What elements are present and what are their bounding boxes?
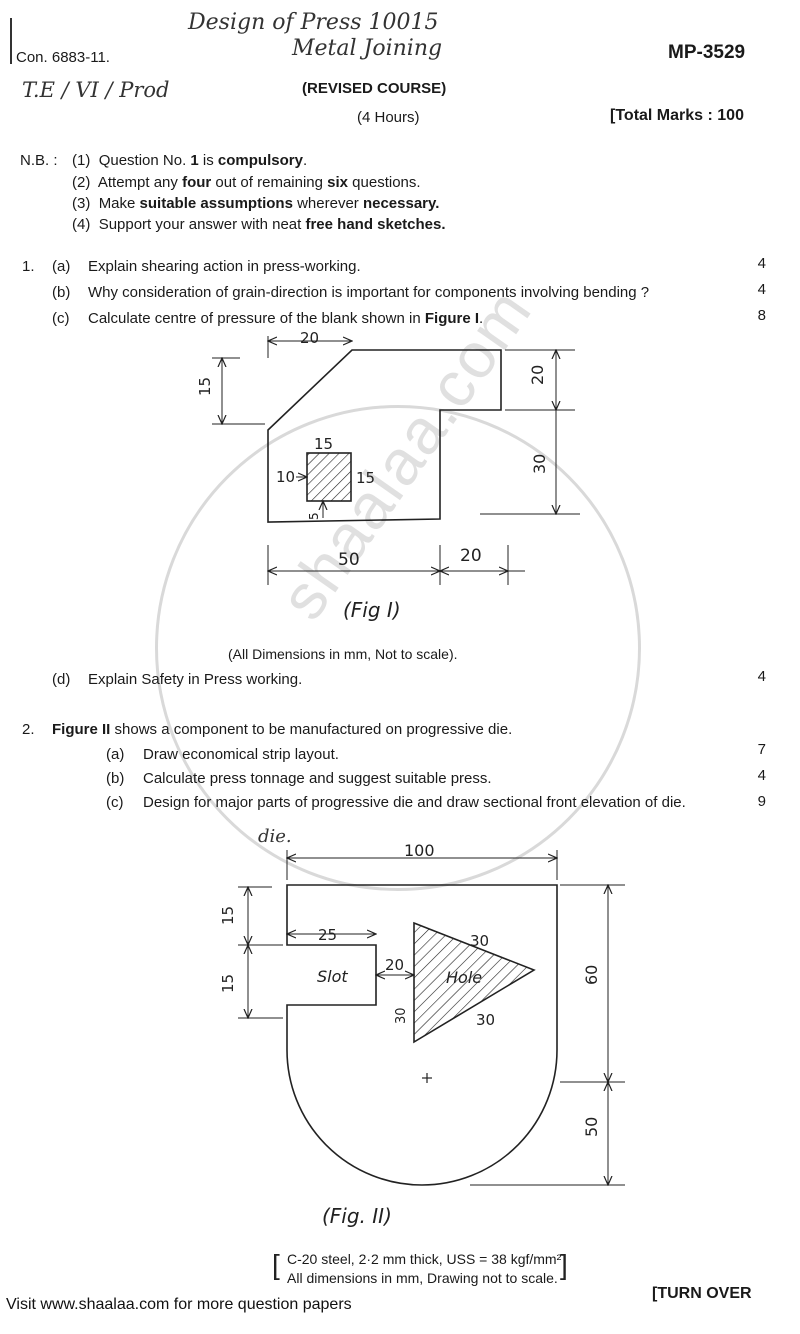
- watermark-circle: [155, 405, 641, 891]
- turn-over: [TURN OVER: [652, 1285, 752, 1302]
- fig1-dim-sq-left: 10: [276, 468, 295, 486]
- q2-number: 2.: [22, 721, 35, 738]
- fig1-blank-outline: [267, 349, 502, 523]
- nb-label: N.B. :: [20, 152, 58, 169]
- q1c-marks: 8: [757, 307, 766, 324]
- fig1-dim-sq-right: 15: [356, 469, 375, 487]
- figure-1: 20 15 20 30 15 10 15 5 50 20 (Fig I): [196, 330, 580, 622]
- fig2-dim-right-bottom: 50: [582, 1117, 601, 1137]
- fig2-dim-left-bottom: 15: [219, 974, 237, 993]
- fig1-dim-left: 15: [196, 377, 214, 396]
- fig2-component-outline: [286, 884, 558, 1186]
- handwritten-class: T.E / VI / Prod: [22, 78, 170, 102]
- footer-visit-link[interactable]: Visit www.shaalaa.com for more question …: [6, 1296, 352, 1313]
- fig1-caption: (Fig I): [343, 598, 401, 622]
- fig2-dim-tri-bottom: 30: [476, 1011, 495, 1029]
- q2a-label: (a): [106, 746, 125, 763]
- fig1-note: (All Dimensions in mm, Not to scale).: [228, 646, 458, 662]
- fig1-dim-top: 20: [300, 330, 319, 347]
- q1b-label: (b): [52, 284, 71, 301]
- fig1-dim-right-top: 20: [528, 365, 547, 385]
- q1-number: 1.: [22, 258, 35, 275]
- nb-item-3: (3) Make suitable assumptions wherever n…: [72, 195, 440, 212]
- q1d-label: (d): [52, 671, 71, 688]
- q1c-text: Calculate centre of pressure of the blan…: [88, 310, 484, 327]
- q2a-marks: 7: [757, 741, 766, 758]
- note-bracket-left: [: [272, 1249, 280, 1280]
- drawing-note: All dimensions in mm, Drawing not to sca…: [287, 1270, 558, 1286]
- nb-item-2: (2) Attempt any four out of remaining si…: [72, 174, 421, 191]
- nb-item-1: (1) Question No. 1 is compulsory.: [72, 152, 308, 169]
- fig2-dim-left-top: 15: [219, 906, 237, 925]
- margin-line: [10, 18, 12, 64]
- total-marks: [Total Marks : 100: [610, 107, 744, 124]
- fig2-dim-slot-len: 25: [318, 926, 337, 944]
- q1c-label: (c): [52, 310, 70, 327]
- q1d-text: Explain Safety in Press working.: [88, 671, 303, 688]
- handwritten-title: Design of Press 10015: [188, 10, 439, 35]
- q2b-marks: 4: [757, 767, 766, 784]
- q2-intro: Figure II shows a component to be manufa…: [52, 721, 513, 738]
- fig2-dim-tri-left: 30: [394, 1007, 409, 1024]
- fig1-dim-sq-bottom: 5: [307, 512, 321, 520]
- fig2-dim-gap: 20: [385, 956, 404, 974]
- q2c-text: Design for major parts of progressive di…: [143, 794, 686, 811]
- fig2-caption: (Fig. II): [322, 1204, 392, 1228]
- q1a-text: Explain shearing action in press-working…: [88, 258, 361, 275]
- fig1-dim-right-bottom: 30: [530, 454, 549, 474]
- q2a-text: Draw economical strip layout.: [143, 746, 339, 763]
- fig2-hole-label: Hole: [446, 968, 482, 987]
- fig2-dim-right-top: 60: [582, 965, 601, 985]
- fig1-dim-sq-top: 15: [314, 435, 333, 453]
- handwritten-subtitle: Metal Joining: [292, 36, 443, 61]
- q2c-marks: 9: [757, 793, 766, 810]
- nb-item-4: (4) Support your answer with neat free h…: [72, 216, 446, 233]
- q1b-marks: 4: [757, 281, 766, 298]
- figure-2: 100 15 15 25 Slot 20 30 30 30 Hole 60 50…: [219, 841, 625, 1228]
- q2b-label: (b): [106, 770, 125, 787]
- fig1-dim-bottom-right: 20: [460, 546, 482, 566]
- fig2-triangle-hole: [413, 921, 536, 1044]
- fig2-dim-top: 100: [404, 841, 435, 860]
- duration: (4 Hours): [357, 109, 420, 126]
- q1d-marks: 4: [757, 668, 766, 685]
- course-label: (REVISED COURSE): [302, 80, 447, 97]
- q2c-label: (c): [106, 794, 124, 811]
- paper-code: MP-3529: [668, 42, 746, 63]
- q2b-text: Calculate press tonnage and suggest suit…: [143, 770, 492, 787]
- fig2-dim-tri-top: 30: [470, 932, 489, 950]
- note-bracket-right: ]: [560, 1249, 568, 1280]
- q1a-label: (a): [52, 258, 71, 275]
- con-number: Con. 6883-11.: [16, 49, 110, 66]
- fig1-dim-bottom-left: 50: [338, 550, 360, 570]
- handwritten-die: die.: [258, 826, 292, 847]
- material-note: C-20 steel, 2·2 mm thick, USS = 38 kgf/m…: [287, 1251, 562, 1267]
- q1b-text: Why consideration of grain-direction is …: [88, 284, 650, 301]
- fig1-square-hole: [306, 452, 352, 502]
- q1a-marks: 4: [757, 255, 766, 272]
- fig2-slot-label: Slot: [317, 967, 348, 986]
